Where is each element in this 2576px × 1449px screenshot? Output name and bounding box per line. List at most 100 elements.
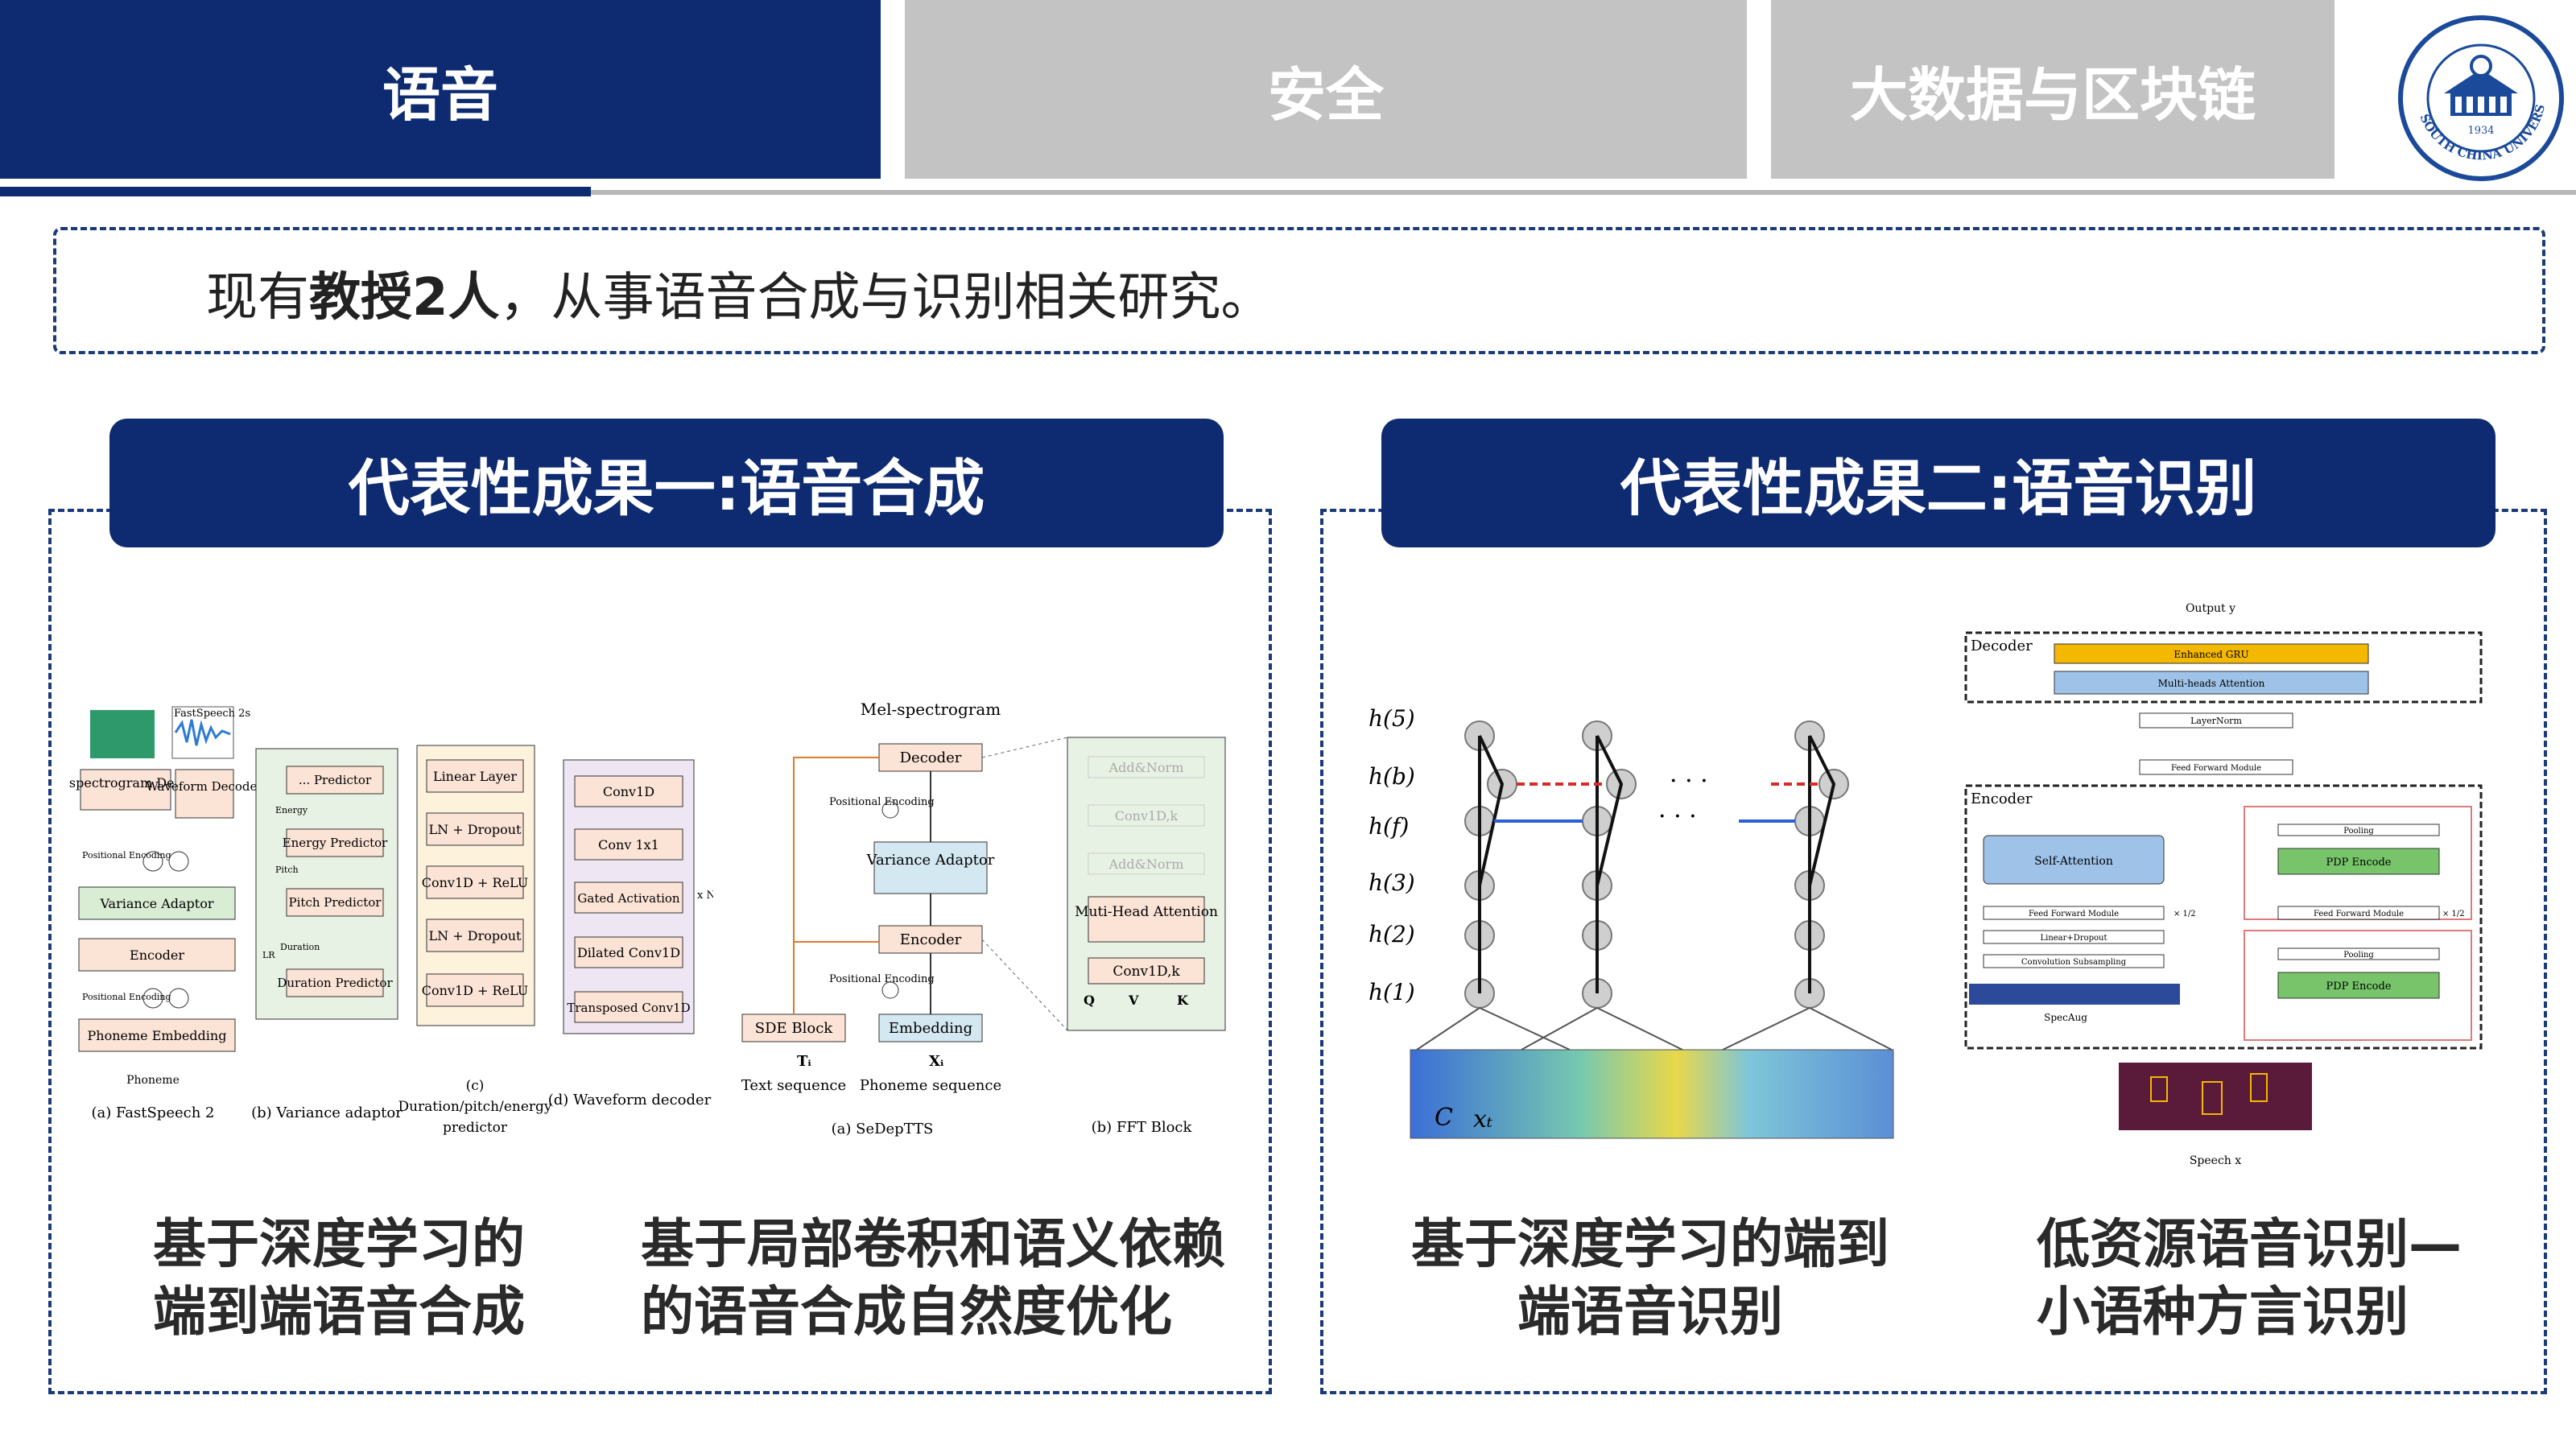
svg-text:(a) SeDepTTS: (a) SeDepTTS: [832, 1121, 934, 1137]
svg-text:Duration/pitch/energy: Duration/pitch/energy: [398, 1099, 551, 1115]
svg-text:Dilated Conv1D: Dilated Conv1D: [577, 945, 680, 960]
birnn-figure: h(5) h(b) h(f) h(3) h(2) h(1) · · · · · …: [1368, 705, 1894, 1139]
svg-text:Tᵢ: Tᵢ: [797, 1053, 811, 1070]
svg-text:Conv1D + ReLU: Conv1D + ReLU: [422, 983, 529, 998]
header-divider: [0, 190, 2576, 195]
svg-text:Transposed Conv1D: Transposed Conv1D: [567, 1001, 690, 1015]
svg-text:Xᵢ: Xᵢ: [929, 1053, 944, 1070]
svg-text:Positional Encoding: Positional Encoding: [829, 973, 935, 985]
svg-text:Conv1D: Conv1D: [603, 784, 654, 799]
active-tab-underline: [0, 187, 591, 196]
svg-text:Encoder: Encoder: [130, 947, 184, 963]
svg-text:SDE Block: SDE Block: [755, 1020, 834, 1037]
caption-local-conv-synthesis: 基于局部卷积和语义依赖 的语音合成自然度优化: [641, 1213, 1225, 1343]
svg-text:h(3): h(3): [1368, 869, 1415, 896]
svg-text:(b) Variance adaptor: (b) Variance adaptor: [251, 1104, 402, 1121]
tab-speech[interactable]: 语音: [0, 0, 881, 179]
caption-low-resource-recognition: 低资源语音识别— 小语种方言识别: [2037, 1213, 2462, 1343]
tab-bigdata-blockchain[interactable]: 大数据与区块链: [1771, 0, 2334, 179]
svg-text:Positional Encoding: Positional Encoding: [82, 992, 171, 1002]
svg-text:PDP Encode: PDP Encode: [2326, 857, 2391, 869]
svg-text:Linear Layer: Linear Layer: [433, 769, 517, 784]
svg-text:Positional Encoding: Positional Encoding: [82, 850, 171, 861]
svg-text:Text sequence: Text sequence: [741, 1077, 846, 1094]
svg-text:Energy Predictor: Energy Predictor: [283, 836, 389, 850]
svg-text:Variance Adaptor: Variance Adaptor: [866, 852, 995, 869]
svg-text:h(2): h(2): [1368, 921, 1415, 947]
svg-text:Feed Forward Module: Feed Forward Module: [2029, 910, 2119, 919]
svg-text:Feed Forward Module: Feed Forward Module: [2171, 764, 2261, 773]
low-resource-asr-figure: Output y Decoder Enhanced GRU Multi-head…: [1964, 602, 2483, 1167]
svg-text:PDP Encode: PDP Encode: [2326, 980, 2391, 993]
svg-text:h(f): h(f): [1368, 813, 1409, 840]
svg-text:LN + Dropout: LN + Dropout: [429, 822, 522, 837]
svg-text:LayerNorm: LayerNorm: [2190, 716, 2242, 726]
svg-text:Duration: Duration: [280, 942, 320, 952]
svg-text:LR: LR: [262, 950, 275, 960]
svg-text:FastSpeech 2s: FastSpeech 2s: [174, 708, 250, 720]
svg-text:(b) FFT Block: (b) FFT Block: [1092, 1119, 1193, 1136]
intro-box: [53, 227, 2545, 354]
svg-text:predictor: predictor: [443, 1120, 508, 1136]
svg-text:Feed Forward Module: Feed Forward Module: [2314, 910, 2404, 919]
svg-text:Conv 1x1: Conv 1x1: [598, 837, 659, 852]
svg-text:h(b): h(b): [1368, 763, 1415, 790]
caption-e2e-synthesis: 基于深度学习的 端到端语音合成: [153, 1213, 525, 1343]
svg-text:Linear+Dropout: Linear+Dropout: [2040, 934, 2107, 943]
svg-text:Decoder: Decoder: [900, 749, 962, 766]
svg-text:Pooling: Pooling: [2343, 951, 2374, 960]
svg-text:C: C: [1435, 1104, 1453, 1132]
svg-text:Mel-spectrogram: Mel-spectrogram: [861, 700, 1001, 719]
svg-text:Decoder: Decoder: [1971, 638, 2033, 654]
svg-text:Conv1D,k: Conv1D,k: [1113, 964, 1180, 980]
svg-text:Add&Norm: Add&Norm: [1108, 857, 1184, 872]
svg-text:Pitch: Pitch: [275, 865, 299, 875]
svg-text:... Predictor: ... Predictor: [299, 773, 372, 787]
svg-text:· · ·: · · ·: [1670, 767, 1708, 795]
svg-text:(d) Waveform decoder: (d) Waveform decoder: [548, 1092, 712, 1108]
svg-text:Enhanced GRU: Enhanced GRU: [2174, 649, 2248, 660]
university-seal-icon: SOUTH CHINA UNIVERSITY OF TECHNOLOGY 193…: [2396, 13, 2564, 181]
svg-text:h(1): h(1): [1368, 979, 1415, 1005]
svg-text:Phoneme sequence: Phoneme sequence: [860, 1077, 1001, 1094]
svg-text:(a) FastSpeech 2: (a) FastSpeech 2: [92, 1104, 215, 1121]
synthesis-section-title: 代表性成果一:语音合成: [109, 419, 1224, 547]
svg-text:Energy: Energy: [275, 805, 308, 815]
svg-text:Pooling: Pooling: [2343, 827, 2374, 836]
svg-text:Encoder: Encoder: [1971, 791, 2033, 807]
fastspeech2-figure: FastSpeech 2s Mel-spectrogram Decoder Wa…: [69, 706, 713, 1136]
svg-text:× 1/2: × 1/2: [2174, 910, 2196, 919]
svg-text:SpecAug: SpecAug: [2044, 1012, 2087, 1023]
svg-text:Duration Predictor: Duration Predictor: [277, 976, 393, 990]
svg-text:Multi-heads Attention: Multi-heads Attention: [2158, 678, 2265, 689]
svg-text:V: V: [1128, 993, 1139, 1008]
svg-text:Encoder: Encoder: [900, 931, 962, 948]
intro-text: 现有教授2人，从事语音合成与识别相关研究。: [206, 268, 1273, 328]
svg-text:Pitch Predictor: Pitch Predictor: [289, 895, 382, 910]
svg-text:Muti-Head Attention: Muti-Head Attention: [1075, 904, 1218, 920]
svg-text:xₜ: xₜ: [1473, 1105, 1493, 1133]
svg-text:Convolution Subsampling: Convolution Subsampling: [2021, 958, 2127, 967]
svg-text:K: K: [1177, 993, 1189, 1008]
svg-text:h(5): h(5): [1368, 705, 1415, 732]
svg-text:Phoneme: Phoneme: [126, 1074, 180, 1087]
svg-text:Conv1D,k: Conv1D,k: [1115, 808, 1179, 824]
svg-text:· · ·: · · ·: [1658, 803, 1697, 831]
recognition-section-title: 代表性成果二:语音识别: [1381, 419, 2496, 547]
logo-year: 1934: [2467, 125, 2494, 137]
svg-text:Speech x: Speech x: [2190, 1154, 2241, 1167]
caption-e2e-recognition: 基于深度学习的端到 端语音识别: [1411, 1213, 1889, 1343]
svg-text:Conv1D + ReLU: Conv1D + ReLU: [422, 875, 529, 890]
svg-text:x N: x N: [697, 890, 713, 902]
svg-text:Embedding: Embedding: [889, 1020, 972, 1037]
svg-text:LN + Dropout: LN + Dropout: [429, 928, 522, 943]
svg-text:Gated Activation: Gated Activation: [577, 891, 680, 906]
svg-text:(c): (c): [466, 1078, 485, 1094]
svg-text:Variance Adaptor: Variance Adaptor: [99, 896, 213, 911]
mel-spectrogram-thumb: [90, 710, 155, 758]
svg-text:Positional Encoding: Positional Encoding: [829, 796, 935, 808]
tab-security[interactable]: 安全: [905, 0, 1747, 179]
svg-text:Q: Q: [1084, 993, 1095, 1008]
sedeptts-figure: Mel-spectrogram Decoder Variance Adaptor…: [741, 700, 1226, 1137]
svg-text:Waveform Decoder: Waveform Decoder: [146, 779, 263, 794]
